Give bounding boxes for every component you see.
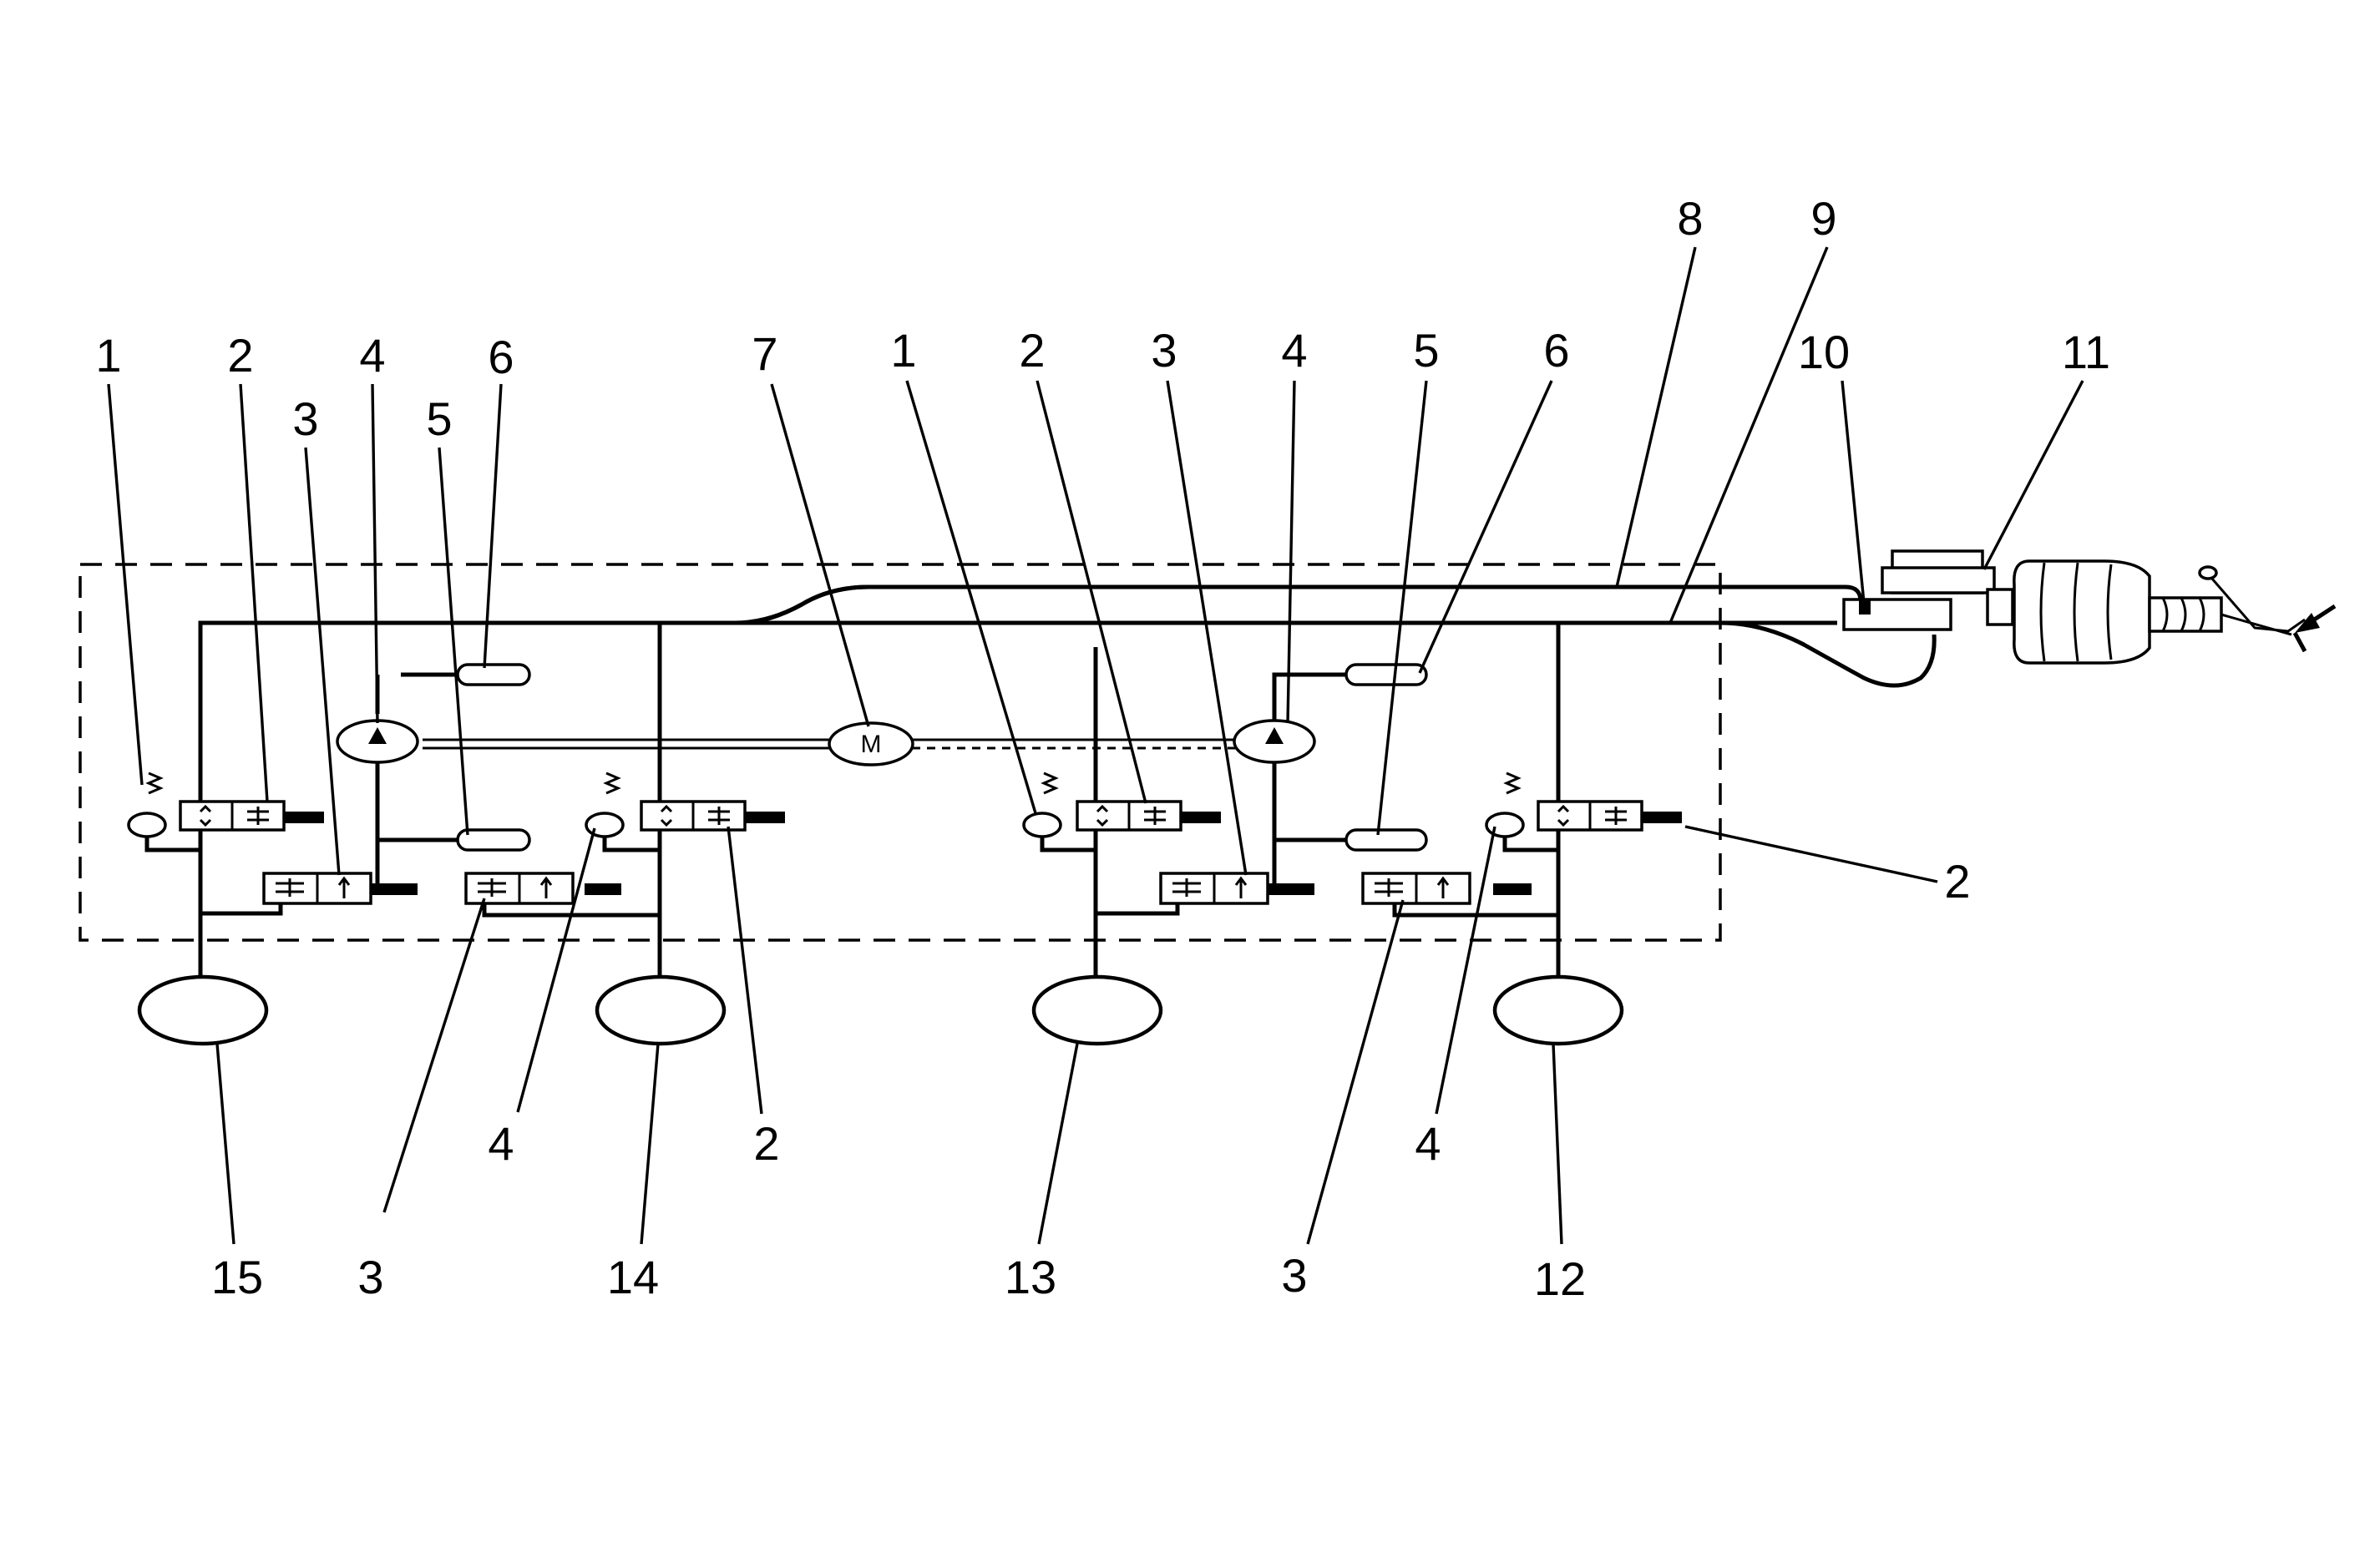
callout-5-left: 5 <box>426 392 452 445</box>
inlet-valve-13 <box>1076 800 1221 832</box>
wheel-brake-13 <box>1031 974 1163 1046</box>
motor-symbol-text: M <box>861 731 882 758</box>
wheel-brake-15 <box>137 974 269 1046</box>
callout-wheel-14: 14 <box>607 1251 659 1303</box>
callout-1-left: 1 <box>95 329 121 382</box>
callout-wheel-12: 12 <box>1534 1252 1586 1305</box>
pump-right <box>1233 719 1316 764</box>
callout-2-right: 2 <box>1944 855 1970 908</box>
check-valve-left <box>127 771 200 852</box>
wheel-brake-12 <box>1492 974 1624 1046</box>
outlet-valve-15 <box>262 872 418 905</box>
callout-1-mid: 1 <box>890 324 916 377</box>
brake-line-9 <box>198 584 869 913</box>
modulator-boundary <box>78 563 1722 942</box>
callout-8: 8 <box>1677 192 1703 245</box>
callout-3-mid: 3 <box>1151 324 1177 377</box>
callout-11: 11 <box>2062 326 2110 378</box>
callout-4-bottom-left: 4 <box>488 1117 514 1170</box>
pump-right-to-damper <box>1272 672 1346 725</box>
callout-3-bottom-left: 3 <box>357 1251 383 1303</box>
callout-wheel-15: 15 <box>211 1251 263 1303</box>
callout-6-left: 6 <box>488 331 514 383</box>
callout-9: 9 <box>1810 192 1836 245</box>
inlet-valve-12 <box>1537 800 1682 832</box>
callout-4-left: 4 <box>359 329 385 382</box>
check-valve-14 <box>585 771 660 852</box>
callout-4-mid: 4 <box>1281 324 1307 377</box>
pedal-force-arrow <box>2295 604 2337 633</box>
pump-motor: M <box>828 721 914 766</box>
outlet-valve-14 <box>464 872 621 905</box>
callout-10: 10 <box>1798 326 1850 378</box>
callout-2-bottom: 2 <box>753 1117 779 1170</box>
callout-2-mid: 2 <box>1019 324 1045 377</box>
pump-left <box>336 719 419 764</box>
brake-line-9b <box>657 620 1937 913</box>
check-valve-12 <box>1485 771 1558 852</box>
callout-3-bottom-right: 3 <box>1281 1249 1307 1302</box>
master-cylinder <box>1842 549 1996 631</box>
wheel-brake-14 <box>595 974 727 1046</box>
accumulator-left <box>456 828 531 852</box>
damper-right <box>1344 663 1428 686</box>
accumulator-right <box>1344 828 1428 852</box>
inlet-valve-14 <box>640 800 785 832</box>
outlet-valve-13 <box>1159 872 1314 905</box>
callout-3-left: 3 <box>292 392 318 445</box>
inlet-valve-15 <box>179 800 324 832</box>
brake-booster <box>1986 559 2223 665</box>
callout-5-mid: 5 <box>1413 324 1439 377</box>
check-valve-13 <box>1022 771 1096 852</box>
callout-6-mid: 6 <box>1543 324 1569 377</box>
callout-7-motor: 7 <box>752 327 777 380</box>
callout-4-bottom-right: 4 <box>1415 1117 1441 1170</box>
leader-lines <box>107 246 2084 1245</box>
brake-pedal <box>2198 565 2307 653</box>
callout-2-left: 2 <box>227 329 253 382</box>
damper-left <box>456 663 531 686</box>
callout-wheel-13: 13 <box>1005 1251 1056 1303</box>
outlet-valve-12 <box>1361 872 1532 905</box>
